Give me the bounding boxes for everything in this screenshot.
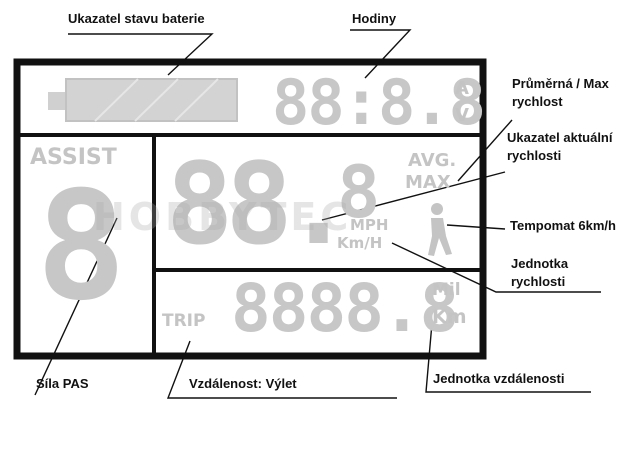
label-cruise-control: Tempomat 6km/h xyxy=(510,218,616,233)
max-label: MAX xyxy=(405,172,451,193)
mph-label: MPH xyxy=(350,216,389,234)
callout-lines xyxy=(34,29,601,399)
speed-digits: 88. xyxy=(166,140,352,270)
speed-decimal-digit: 8 xyxy=(337,150,380,234)
watermark: HOBBYTEC xyxy=(93,195,353,239)
label-pas-level: Síla PAS xyxy=(36,376,89,391)
callout-current-speed xyxy=(321,171,506,221)
callout-distance-unit xyxy=(425,322,591,393)
label-speed-unit-line1: Jednotka xyxy=(511,256,569,271)
assist-level-digit: 8 xyxy=(36,160,127,334)
mil-label: Mil xyxy=(432,280,461,300)
unit-amp-label: A xyxy=(455,78,469,99)
callout-trip xyxy=(166,340,397,399)
clock-digits: 88:8.8 xyxy=(272,66,486,139)
label-speed-unit-line2: rychlosti xyxy=(511,274,566,289)
label-clock: Hodiny xyxy=(352,11,397,26)
walk-assist-icon xyxy=(428,203,452,256)
label-distance-unit: Jednotka vzdálenosti xyxy=(433,371,565,386)
label-avg-max-line1: Průměrná / Max xyxy=(512,76,609,91)
label-trip-distance: Vzdálenost: Výlet xyxy=(189,376,297,391)
callout-cruise xyxy=(446,224,506,230)
unit-volt-label: V xyxy=(455,105,469,126)
label-current-speed-line2: rychlosti xyxy=(507,148,562,163)
battery-icon xyxy=(48,78,238,122)
odometer-digits: 8888.8 xyxy=(231,270,459,347)
trip-label: TRIP xyxy=(162,311,206,331)
avg-label: AVG. xyxy=(408,150,457,171)
callout-battery xyxy=(68,33,214,76)
lcd-frame xyxy=(13,58,487,360)
callout-avg-max xyxy=(457,119,513,182)
callout-pas xyxy=(34,217,118,396)
kmh-label: Km/H xyxy=(337,234,383,252)
label-avg-max-line2: rychlost xyxy=(512,94,563,109)
callout-speed-unit xyxy=(391,242,601,293)
label-current-speed-line1: Ukazatel aktuální xyxy=(507,130,613,145)
label-battery-indicator: Ukazatel stavu baterie xyxy=(68,11,205,26)
assist-label: ASSIST xyxy=(30,145,117,170)
km-label: Km xyxy=(432,306,467,328)
callout-clock xyxy=(350,29,412,79)
